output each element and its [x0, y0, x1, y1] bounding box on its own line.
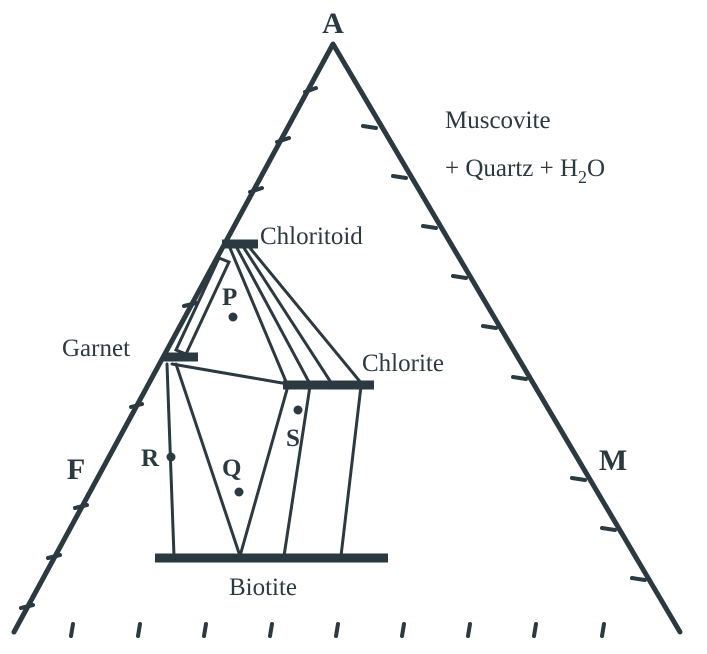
left-edge-ticks — [19, 86, 318, 610]
point-s-label: S — [286, 425, 300, 452]
chloritoid-label: Chloritoid — [260, 223, 363, 250]
point-r-marker — [166, 452, 176, 462]
right-edge-ticks — [361, 124, 647, 582]
point-p-label: P — [222, 284, 237, 311]
bottom-ticks — [69, 622, 606, 638]
vertex-m-label: M — [599, 444, 627, 477]
point-q-marker — [234, 487, 244, 497]
point-r-label: R — [141, 445, 160, 472]
biotite-label: Biotite — [229, 574, 297, 601]
vertex-f-label: F — [67, 453, 85, 486]
garnet-chloritoid-band — [173, 256, 232, 356]
chlorite-label: Chlorite — [362, 350, 444, 377]
triangle-outline — [11, 41, 683, 635]
assemblage-line-1: Muscovite — [445, 107, 551, 134]
assemblage-line-2: + Quartz + H2O — [445, 155, 605, 187]
point-q-label: Q — [222, 455, 241, 482]
point-p-marker — [228, 312, 238, 322]
vertex-a-label: A — [322, 7, 344, 40]
garnet-label: Garnet — [62, 335, 130, 362]
point-s-marker — [293, 405, 303, 415]
